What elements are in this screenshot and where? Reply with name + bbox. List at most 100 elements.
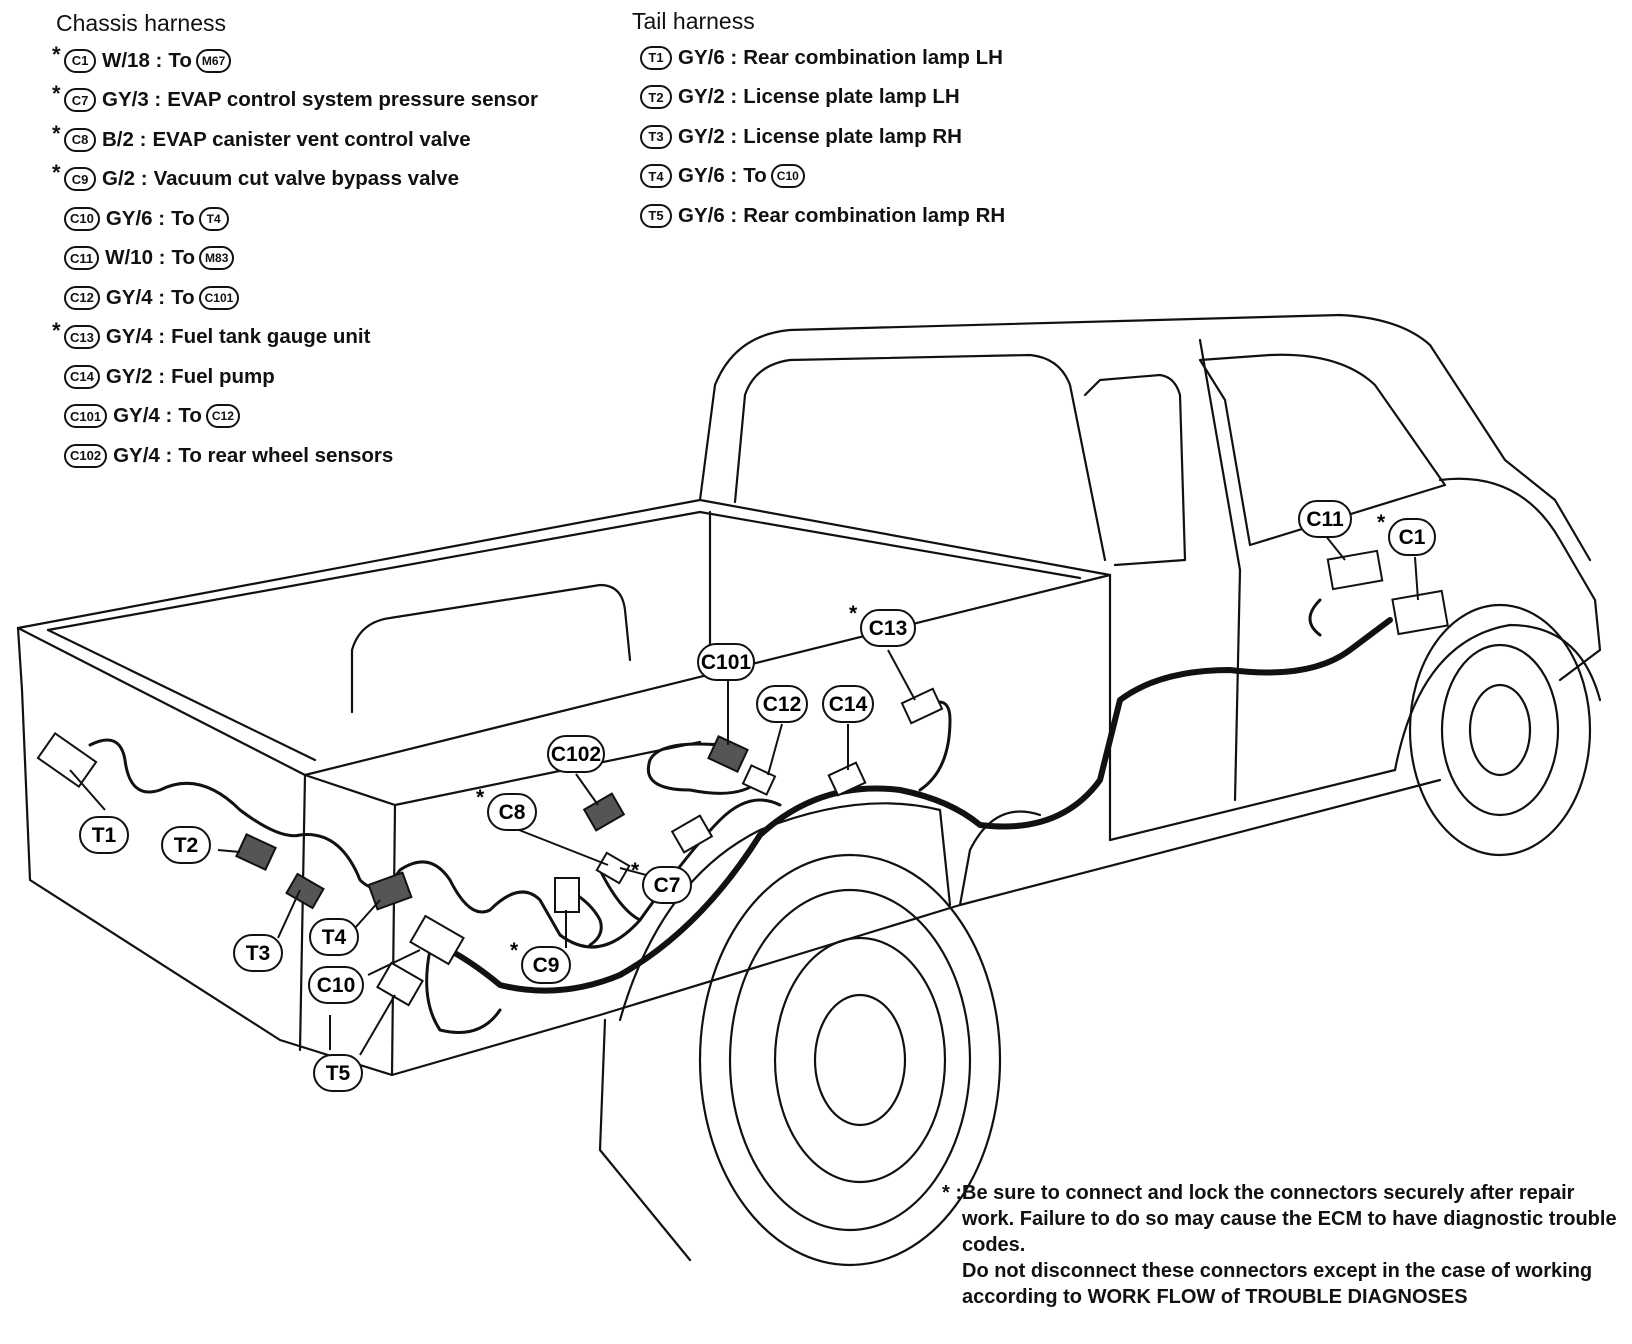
wire-spec: G/2 : [102,167,148,191]
tail-harness-title: Tail harness [632,8,755,34]
truck-outline [16,313,1602,1267]
callout-c10: C10 [308,966,364,1004]
callout-bubble [487,793,537,831]
callout-bubble [233,934,283,972]
callout-c8: C8* [476,786,537,831]
callout-c1: C1 * [1377,511,1436,556]
callout-label: C10 [317,974,356,997]
connector-c102-shape [582,792,626,832]
wire-spec: GY/6 : [678,164,738,188]
connector-description: License plate lamp LH [743,85,960,109]
connector-id-c13: C13 [64,325,100,350]
wire-spec: GY/4 : [105,285,166,309]
callout-t2: T2 [161,826,211,864]
wire-spec: W/10 : [105,246,166,270]
callout-label: C13 [869,617,908,640]
callout-label: C12 [763,693,802,716]
callout-label: C9 [533,954,560,977]
connector-ref-t4: T4 [198,206,229,231]
callout-bubble [756,685,808,723]
connector-description: To [743,164,767,188]
connector-c11-shape [1326,549,1384,591]
connector-description: Rear combination lamp LH [743,45,1003,69]
callout-label: C11 [1306,508,1344,531]
callout-c12: C12 [756,685,808,723]
connector-c12-shape [741,764,777,796]
callout-label: C101 [701,651,752,674]
wire-spec: GY/2 : [105,364,166,388]
callout-bubble [822,685,874,723]
callout-label: C1 [1399,526,1426,549]
callout-c9: C9 * [510,939,571,984]
connector-id-c10: C10 [64,206,100,231]
connector-c101-shape [707,735,749,773]
connector-lock-note: * : Be sure to connect and lock the conn… [942,1180,1622,1310]
callout-label: T1 [92,824,117,847]
callout-bubble [697,643,755,681]
connector-c14-shape [827,761,867,797]
callout-t4: T4 [309,918,359,956]
wire-spec: GY/4 : [113,404,173,428]
callout-label: T2 [174,834,199,857]
callout-bubble [309,918,359,956]
connector-description: Fuel tank gauge unit [171,325,371,349]
callout-bubble [1298,500,1352,538]
callout-t1: T1 [79,816,129,854]
callout-bubble [547,735,605,773]
connector-ref-m67: M67 [195,48,232,73]
callout-bubble [521,946,571,984]
connector-id-t5: T5 [640,203,672,228]
connector-description: Fuel pump [171,364,275,388]
connector-id-c14: C14 [64,364,100,389]
connector-id-c102: C102 [64,443,108,468]
callout-star: * [1377,511,1386,534]
connector-description: EVAP control system pressure sensor [167,88,538,112]
connector-ref-c101: C101 [198,285,240,310]
connector-description: Vacuum cut valve bypass valve [153,167,459,191]
note-line-2: Do not disconnect these connectors excep… [962,1260,1593,1308]
connector-c9-shape [554,877,580,913]
callout-label: C7 [654,874,681,897]
connector-ref-m83: M83 [199,246,235,271]
star-marker: * [52,120,61,146]
connector-t1-shape [36,731,98,789]
callout-label: C102 [551,743,601,766]
connector-id-c1: C1 [64,48,96,73]
callout-label: C8 [499,801,526,824]
wire-spec: GY/4 : [113,443,173,467]
connector-description: License plate lamp RH [743,124,962,148]
note-line-1: Be sure to connect and lock the connecto… [962,1182,1617,1256]
wire-spec: GY/6 : [678,203,738,227]
callout-label: T3 [246,942,271,965]
connector-t3-shape [285,872,325,910]
star-marker: * [52,81,61,107]
callout-c102: C102 [547,735,605,773]
wire-spec: GY/4 : [105,325,166,349]
callout-c7: C7* [631,859,692,904]
callout-star: * [510,939,519,962]
connector-ref-c10: C10 [770,164,805,189]
callout-label: C14 [829,693,868,716]
connector-description: To [171,206,195,230]
connector-id-c8: C8 [64,127,96,152]
connectors [36,549,1449,1007]
connector-id-c101: C101 [64,404,108,429]
wire-spec: GY/6 : [105,206,166,230]
leader-lines [69,534,1419,1056]
